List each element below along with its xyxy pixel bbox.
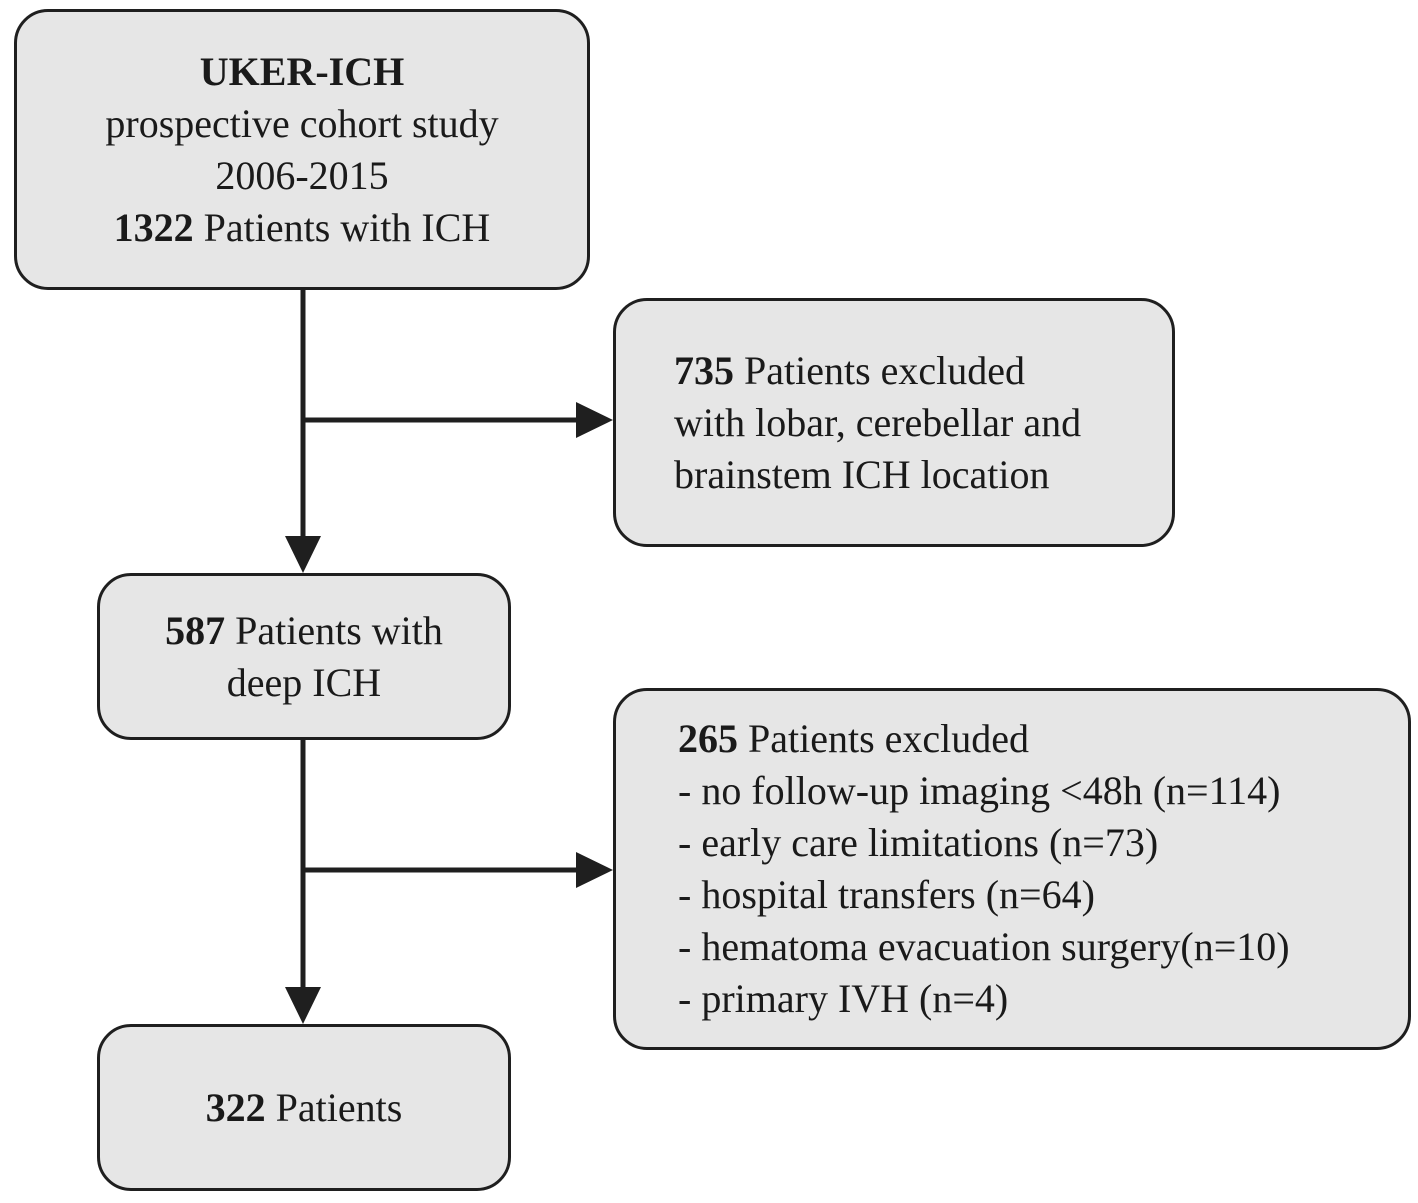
exclusion1-line2: with lobar, cerebellar and — [674, 399, 1082, 445]
final-count: 322 — [205, 1084, 266, 1130]
deep-line2: deep ICH — [226, 659, 382, 705]
exclusion1-line1: 735 Patients excluded — [674, 345, 1172, 397]
exclusion1-line3: brainstem ICH location — [674, 451, 1050, 497]
exclusion1-box: 735 Patients excluded with lobar, cerebe… — [613, 298, 1175, 547]
final-label: Patients — [265, 1084, 403, 1130]
cohort-count-line: 1322 Patients with ICH — [17, 202, 587, 254]
deep-line1: 587 Patients with — [100, 605, 508, 657]
exclusion2-item: - primary IVH (n=4) — [678, 976, 1009, 1021]
arrowhead-to-exclusion1 — [576, 402, 613, 438]
cohort-title: UKER-ICH — [199, 48, 405, 94]
cohort-box: UKER-ICH prospective cohort study 2006-2… — [14, 9, 590, 290]
deep-ich-box: 587 Patients with deep ICH — [97, 573, 511, 740]
final-box: 322 Patients — [97, 1024, 511, 1191]
cohort-count: 1322 — [113, 204, 194, 250]
final-line: 322 Patients — [100, 1082, 508, 1134]
exclusion1-label: Patients excluded — [734, 347, 1026, 393]
cohort-design: prospective cohort study — [105, 100, 499, 146]
deep-label: Patients with — [225, 607, 443, 653]
exclusion2-label: Patients excluded — [738, 716, 1030, 761]
cohort-count-label: Patients with ICH — [193, 204, 491, 250]
deep-count: 587 — [165, 607, 226, 653]
arrowhead-to-deep — [285, 536, 321, 573]
exclusion2-item: - hospital transfers (n=64) — [678, 872, 1095, 917]
exclusion2-count: 265 — [678, 716, 738, 761]
exclusion2-item: - hematoma evacuation surgery(n=10) — [678, 924, 1290, 969]
arrowhead-to-final — [285, 987, 321, 1024]
exclusion2-item: - early care limitations (n=73) — [678, 820, 1159, 865]
exclusion2-box: 265 Patients excluded - no follow-up ima… — [613, 688, 1411, 1050]
exclusion2-item: - no follow-up imaging <48h (n=114) — [678, 768, 1281, 813]
exclusion1-count: 735 — [674, 347, 734, 393]
arrowhead-to-exclusion2 — [576, 852, 613, 888]
cohort-period: 2006-2015 — [215, 152, 389, 198]
exclusion2-line1: 265 Patients excluded — [678, 713, 1408, 765]
